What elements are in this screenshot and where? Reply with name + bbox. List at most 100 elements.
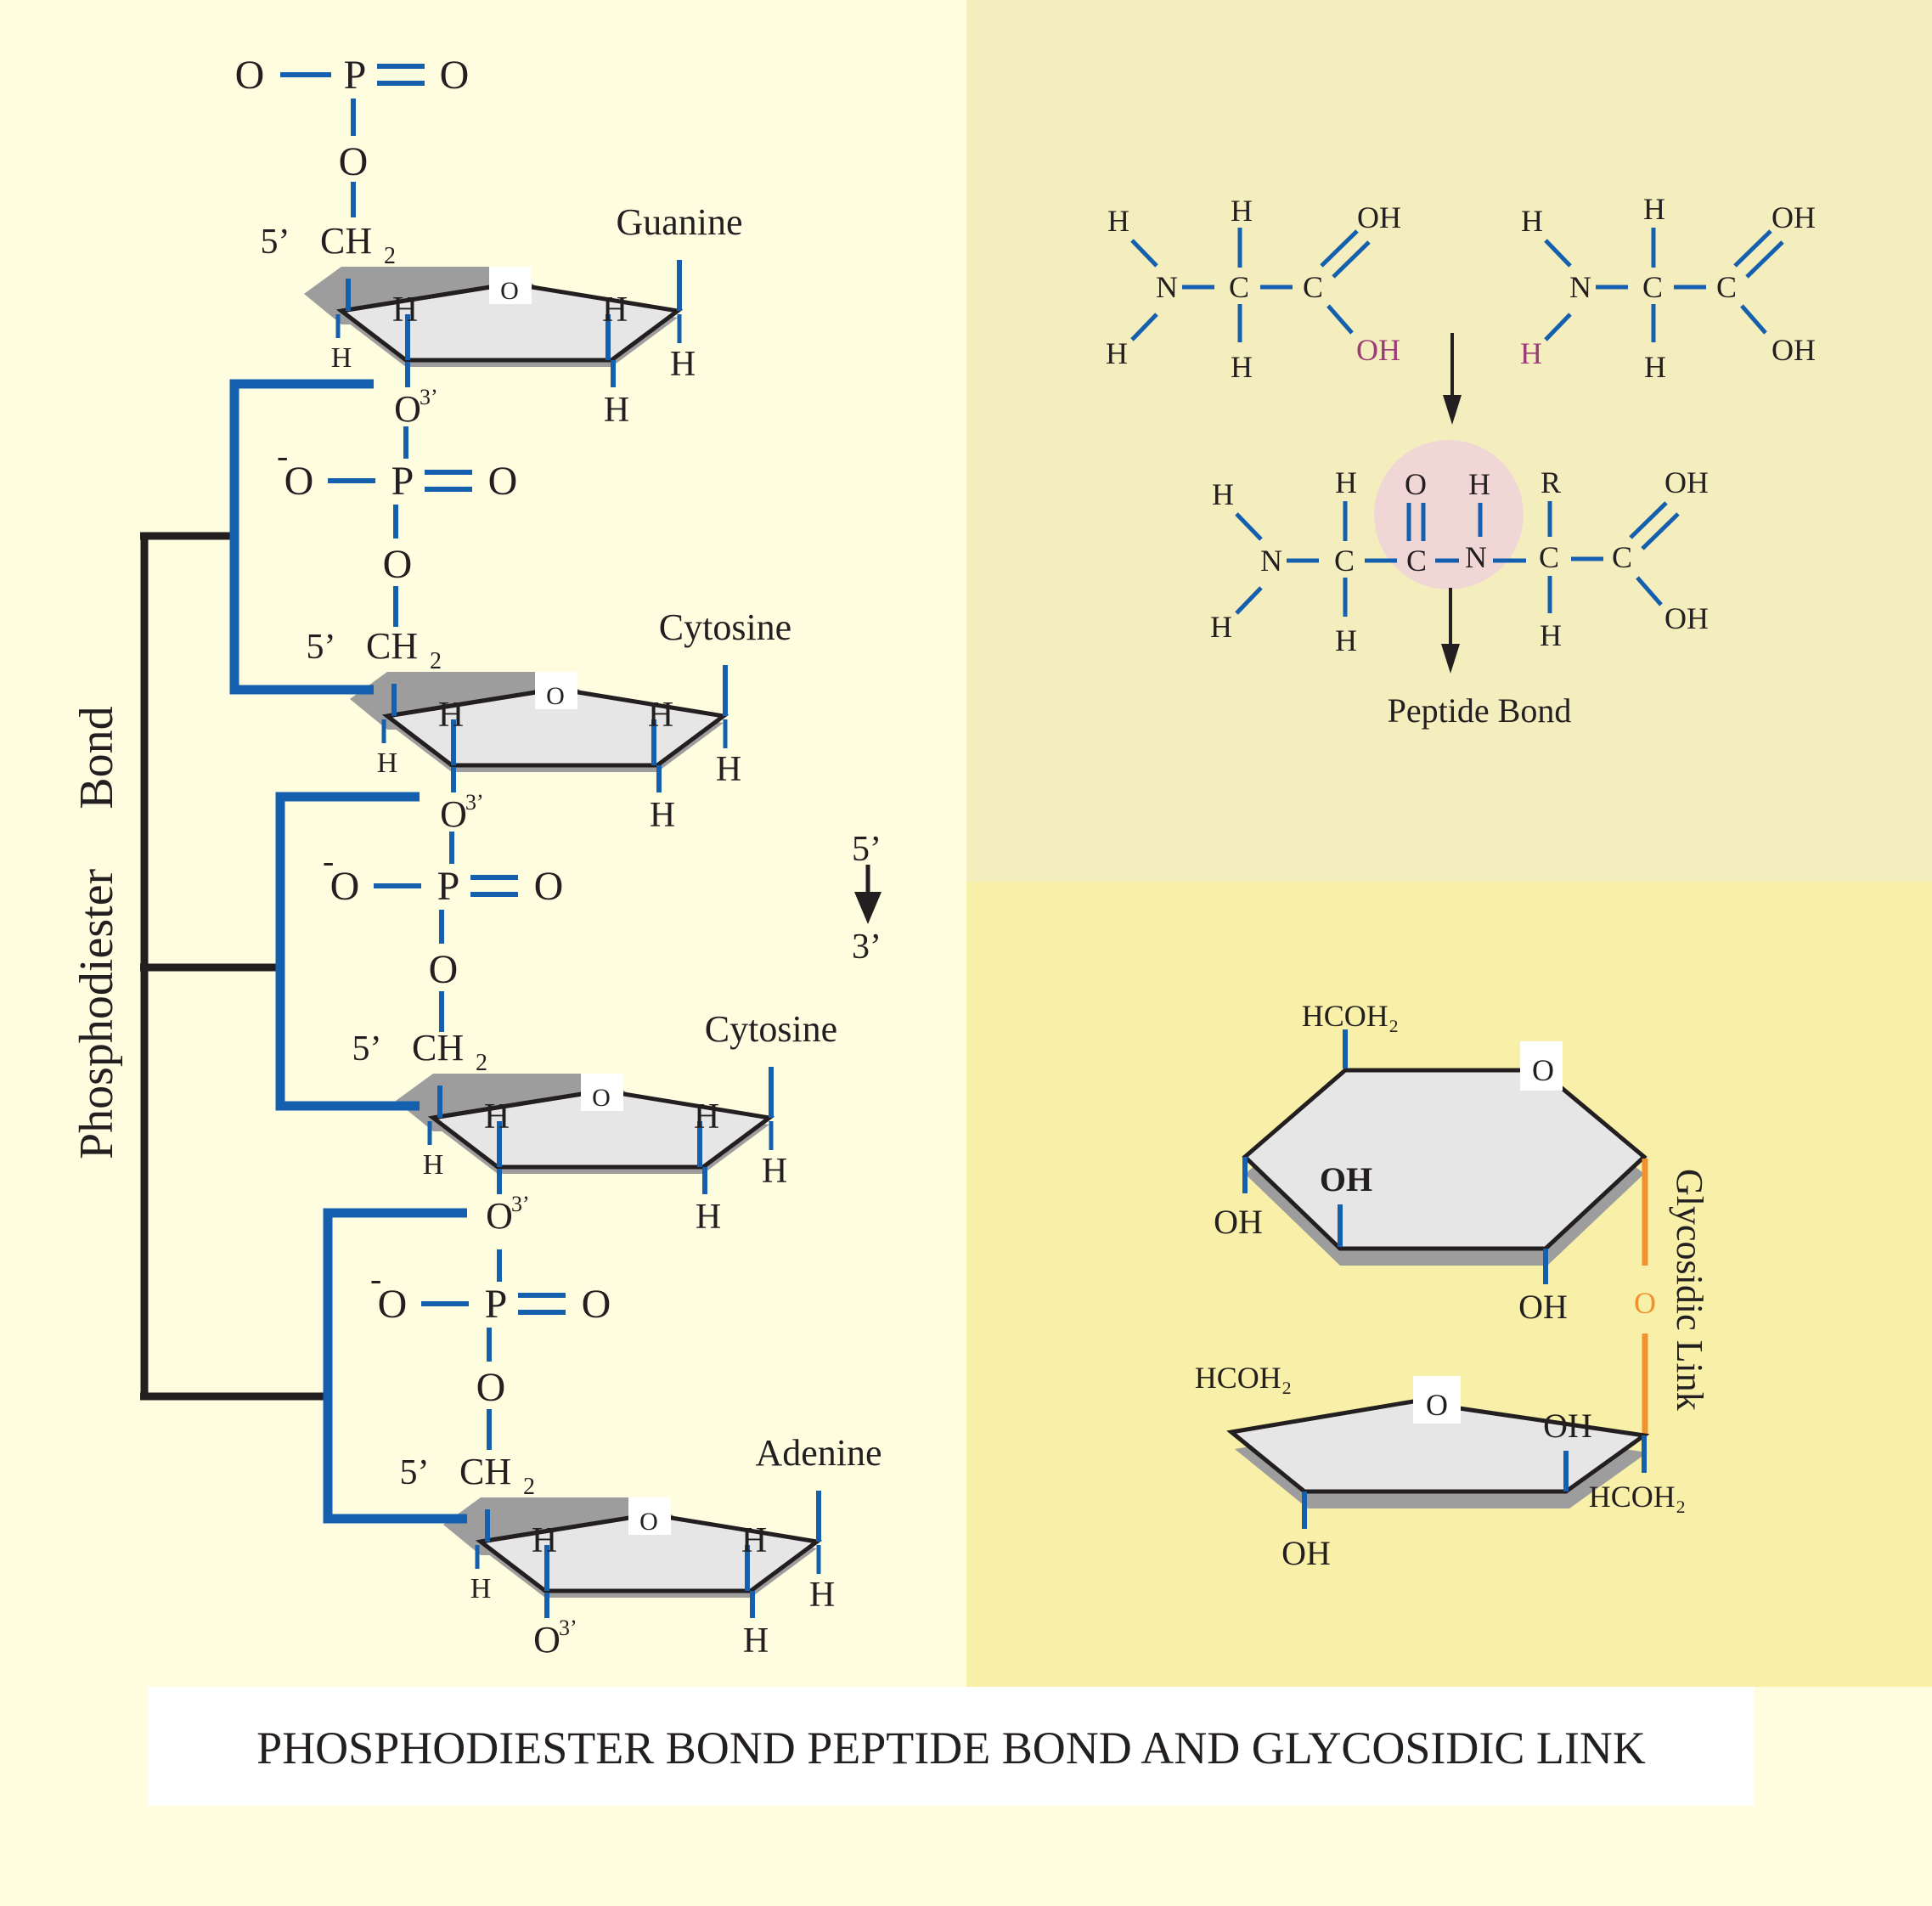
phosphate-o-left: O <box>378 1282 408 1327</box>
glycosidic-link-oxygen: O <box>1634 1286 1656 1320</box>
phosphodiester-bracket-3 <box>323 1208 467 1524</box>
three-prime-oxygen: O <box>440 793 467 835</box>
phosphate-o-left: O <box>330 864 360 909</box>
ring-h-bottom: H <box>650 796 675 835</box>
dp-alpha-carbon-1: C <box>1334 544 1355 578</box>
pentose-hcoh2-left: HCOH₂ <box>1195 1361 1293 1395</box>
three-prime-oxygen: O <box>394 388 421 430</box>
phosphate-o-link: O <box>383 542 413 587</box>
top-phosphate-group: O P O O <box>235 53 469 217</box>
three-prime-sup: 3’ <box>511 1192 530 1216</box>
phosphate-p: P <box>391 459 414 504</box>
ring-o-box <box>535 672 577 709</box>
aa1-alpha-carbon: C <box>1229 270 1249 304</box>
pentose-hcoh2-right: HCOH₂ <box>1589 1480 1687 1514</box>
five-prime-label: 5’ <box>400 1453 430 1492</box>
phosphate-minus: - <box>323 842 334 880</box>
pentose-oh-bottom: OH <box>1281 1534 1331 1572</box>
sugar-ring-edge <box>480 1512 651 1544</box>
top-phosphate-p: P <box>344 53 367 98</box>
phosphate-minus: - <box>277 437 288 475</box>
ch2-subscript: 2 <box>430 648 442 674</box>
dp-side-chain-r: R <box>1541 465 1561 499</box>
ring-h-upper-left: H <box>484 1097 510 1136</box>
dipeptide: H H N C H H C O N H C R H <box>1210 440 1709 657</box>
ch2-label: CH <box>412 1027 464 1069</box>
ch2-label: CH <box>366 625 418 667</box>
ch2-subscript: 2 <box>523 1474 535 1500</box>
dp-alpha2-h-bottom: H <box>1540 618 1562 652</box>
hexose-oh-bottom: OH <box>1518 1288 1568 1326</box>
dp-carboxyl-oh-bottom: OH <box>1664 601 1709 635</box>
five-prime-label: 5’ <box>352 1029 382 1069</box>
pentose-ring-o-box <box>1413 1376 1461 1424</box>
dp-carboxyl-carbon: C <box>1612 540 1632 574</box>
aa1-carboxyl-carbon: C <box>1303 270 1323 304</box>
phosphate-o-left: O <box>284 459 314 504</box>
sugar-ring-edge <box>432 1088 604 1120</box>
peptide-bond-label: Peptide Bond <box>1388 691 1572 730</box>
aa2-nitrogen: N <box>1569 270 1591 304</box>
ch2-subscript: 2 <box>476 1050 487 1076</box>
phosphodiester-bracket-2 <box>275 792 420 1111</box>
ring-oxygen: O <box>639 1508 658 1536</box>
dp-h-bottom-left: H <box>1210 610 1232 644</box>
dp-carbonyl-carbon: C <box>1406 544 1427 578</box>
dp-nitrogen-2: N <box>1465 540 1487 574</box>
reaction-arrow-icon <box>1443 395 1462 425</box>
hexose-oh-left: OH <box>1214 1203 1263 1241</box>
ring-h-left: H <box>331 342 352 374</box>
glycosidic-panel-background <box>966 882 1932 1687</box>
phosphate-o-link: O <box>429 947 459 992</box>
pentose-ring <box>1226 1399 1650 1494</box>
phosphodiester-bond-label: PhosphodiesterBond <box>70 706 123 1159</box>
hexose-hcoh2: HCOH₂ <box>1302 999 1400 1033</box>
ring-oxygen: O <box>500 277 519 305</box>
ring-oxygen: O <box>546 682 565 710</box>
peptide-section: H H N C H H C OH OH H H N C <box>1106 192 1816 730</box>
base-label: Guanine <box>616 201 742 243</box>
top-phosphate-o-left: O <box>235 53 265 98</box>
base-label: Cytosine <box>705 1008 837 1050</box>
dp-carboxyl-oh-top: OH <box>1664 465 1709 499</box>
five-prime-label: 5’ <box>307 628 336 667</box>
three-prime-sup: 3’ <box>465 790 484 815</box>
aa1-alpha-h-top: H <box>1231 194 1253 228</box>
ring-h-bottom: H <box>743 1621 769 1661</box>
ring-h-right: H <box>716 750 741 789</box>
amino-acid-1: H H N C H H C OH OH <box>1106 194 1401 384</box>
dp-alpha1-h-bottom: H <box>1335 623 1357 657</box>
aa1-leaving-oh: OH <box>1356 333 1400 367</box>
top-phosphate-o-link: O <box>339 139 369 184</box>
ring-o-box <box>628 1497 671 1535</box>
base-label: Cytosine <box>659 606 791 648</box>
sugar-ring-edge <box>341 281 512 313</box>
ring-h-upper-right: H <box>694 1097 719 1136</box>
dp-carbonyl-oxygen: O <box>1405 467 1427 501</box>
aa1-h-top-left: H <box>1107 204 1129 238</box>
five-prime-label: 5’ <box>261 223 290 262</box>
dp-amide-h: H <box>1468 467 1490 501</box>
ring-h-upper-right: H <box>741 1521 767 1560</box>
three-prime-oxygen: O <box>533 1619 560 1661</box>
ring-h-upper-left: H <box>532 1521 557 1560</box>
aa2-carboxyl-carbon: C <box>1716 270 1737 304</box>
phosphate-o-link: O <box>476 1365 506 1410</box>
glycosidic-section: O HCOH₂ OH OH OH O Glycosidic Link O HCO… <box>1195 999 1710 1572</box>
ring-h-upper-right: H <box>648 696 673 735</box>
ring-o-box <box>581 1074 623 1111</box>
direction-indicator: 5’ 3’ <box>852 830 882 967</box>
ring-h-right: H <box>809 1576 835 1615</box>
ring-h-left: H <box>423 1149 444 1181</box>
dp-nitrogen-1: N <box>1260 544 1282 578</box>
